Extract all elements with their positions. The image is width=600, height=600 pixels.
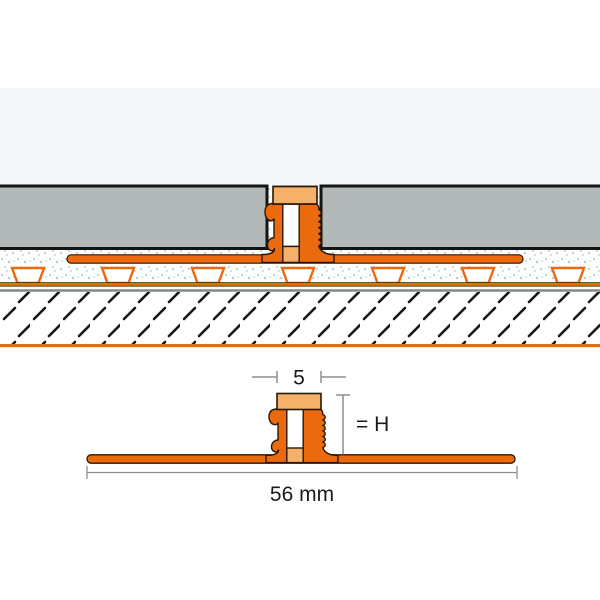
dimension-label-height: = H [356,413,389,436]
membrane-stud [280,266,316,285]
substrate-hatch [0,292,600,344]
tile-left [0,184,269,250]
uncoupling-membrane [0,266,600,287]
dimension-label-total-width: 56 mm [270,483,334,506]
membrane-stud [100,266,136,285]
bonding-layer-line [0,289,600,292]
dimension-label-joint-width: 5 [293,367,305,390]
installation-section-view [0,88,600,348]
membrane-sheet [0,282,600,287]
dimension-joint-width: 5 [252,367,346,390]
dimension-total-width: 56 mm [86,466,518,506]
dimension-height: = H [336,394,389,455]
wall-background-band [0,88,600,186]
movement-joint-profile [265,392,339,464]
substrate-base-line [0,344,600,348]
membrane-stud [370,266,406,285]
membrane-stud [10,266,46,285]
tile-right [319,184,600,250]
membrane-stud [550,266,586,285]
profile-dimension-view: 5 = H 56 mm [86,367,518,506]
membrane-stud [190,266,226,285]
membrane-stud [460,266,496,285]
